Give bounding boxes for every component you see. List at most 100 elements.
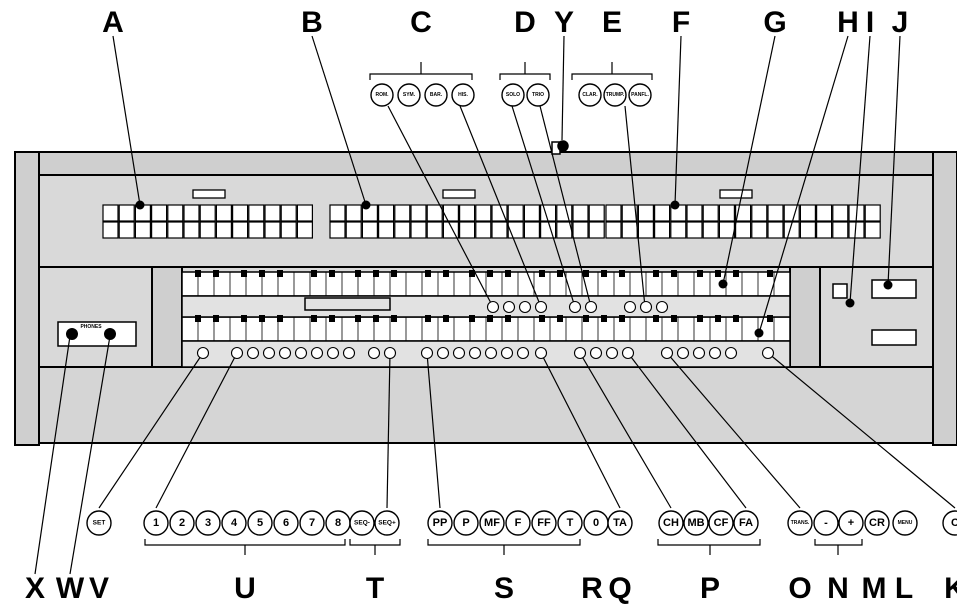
memory-button-5[interactable]: 5 — [247, 510, 273, 536]
stop-tab[interactable] — [410, 204, 427, 222]
fixed-button-ff[interactable]: FF — [531, 510, 557, 536]
console-piston-pp[interactable] — [420, 346, 434, 360]
stop-tab[interactable] — [588, 204, 605, 222]
black-key[interactable] — [619, 270, 625, 277]
console-preset-3[interactable] — [534, 300, 548, 314]
style-button-bar[interactable]: BAR. — [424, 83, 448, 107]
stop-tab[interactable] — [183, 204, 200, 222]
console-piston-f[interactable] — [468, 346, 482, 360]
console-piston-2[interactable] — [246, 346, 260, 360]
console-preset-7[interactable] — [639, 300, 653, 314]
memory-button-6[interactable]: 6 — [273, 510, 299, 536]
stop-tab[interactable] — [442, 204, 459, 222]
phones-jack-right[interactable] — [104, 328, 116, 340]
zero-button[interactable]: 0 — [583, 510, 609, 536]
stop-tab[interactable] — [718, 204, 736, 222]
stop-tab[interactable] — [102, 221, 119, 239]
console-piston-3[interactable] — [262, 346, 276, 360]
black-key[interactable] — [311, 315, 317, 322]
black-key[interactable] — [539, 315, 545, 322]
stop-tab[interactable] — [394, 221, 411, 239]
stop-tab[interactable] — [670, 221, 687, 239]
console-piston-plus[interactable] — [692, 346, 706, 360]
stop-tab[interactable] — [523, 221, 541, 239]
black-key[interactable] — [671, 270, 677, 277]
stop-tab[interactable] — [378, 221, 395, 239]
solo-button-trio[interactable]: TRIO — [526, 83, 550, 107]
stop-tab[interactable] — [864, 221, 881, 239]
black-key[interactable] — [329, 270, 335, 277]
black-key[interactable] — [767, 270, 773, 277]
stop-tab[interactable] — [475, 204, 492, 222]
stop-tab[interactable] — [539, 221, 557, 239]
black-key[interactable] — [195, 270, 201, 277]
stop-tab[interactable] — [167, 204, 184, 222]
console-preset-6[interactable] — [623, 300, 637, 314]
stop-tab[interactable] — [296, 204, 313, 222]
console-piston-0[interactable] — [516, 346, 530, 360]
stop-tab[interactable] — [280, 204, 297, 222]
stop-tab[interactable] — [799, 221, 817, 239]
stop-tab[interactable] — [167, 221, 184, 239]
black-key[interactable] — [505, 315, 511, 322]
style-button-his[interactable]: HIS. — [451, 83, 475, 107]
console-piston-seq-m[interactable] — [367, 346, 381, 360]
memory-button-4[interactable]: 4 — [221, 510, 247, 536]
black-key[interactable] — [355, 270, 361, 277]
console-piston-5[interactable] — [294, 346, 308, 360]
black-key[interactable] — [443, 315, 449, 322]
stop-tab[interactable] — [118, 204, 135, 222]
stop-tab[interactable] — [134, 221, 151, 239]
stop-tab[interactable] — [361, 221, 378, 239]
stop-tab[interactable] — [345, 204, 362, 222]
stop-tab[interactable] — [556, 204, 573, 222]
cut-button[interactable]: C — [942, 510, 957, 536]
console-piston-t[interactable] — [500, 346, 514, 360]
black-key[interactable] — [505, 270, 511, 277]
voice-button-clar[interactable]: CLAR. — [578, 83, 602, 107]
stop-tab[interactable] — [296, 221, 313, 239]
black-key[interactable] — [277, 270, 283, 277]
memory-button-7[interactable]: 7 — [299, 510, 325, 536]
stop-tab[interactable] — [426, 204, 443, 222]
accessory-button-cf[interactable]: CF — [708, 510, 734, 536]
black-key[interactable] — [373, 315, 379, 322]
voice-button-trump[interactable]: TRUMP. — [603, 83, 627, 107]
console-preset-0[interactable] — [486, 300, 500, 314]
stop-tab[interactable] — [686, 221, 703, 239]
stop-tab[interactable] — [329, 204, 346, 222]
stop-tab[interactable] — [621, 221, 638, 239]
stop-tab[interactable] — [232, 204, 249, 222]
console-piston-cf[interactable] — [605, 346, 619, 360]
stop-tab[interactable] — [702, 221, 719, 239]
stop-tab[interactable] — [572, 221, 589, 239]
black-key[interactable] — [277, 315, 283, 322]
accessory-button-ch[interactable]: CH — [658, 510, 684, 536]
style-button-rom[interactable]: ROM. — [370, 83, 394, 107]
trans-button[interactable]: TRANS. — [787, 510, 813, 536]
stop-tab[interactable] — [637, 204, 655, 222]
console-preset-2[interactable] — [518, 300, 532, 314]
black-key[interactable] — [767, 315, 773, 322]
stop-tab[interactable] — [864, 204, 881, 222]
stop-tab[interactable] — [183, 221, 200, 239]
stop-tab[interactable] — [264, 204, 281, 222]
console-piston-mf[interactable] — [452, 346, 466, 360]
black-key[interactable] — [653, 270, 659, 277]
stop-tab[interactable] — [329, 221, 346, 239]
stop-tab[interactable] — [588, 221, 605, 239]
stop-tab[interactable] — [507, 204, 524, 222]
black-key[interactable] — [715, 315, 721, 322]
stop-tab[interactable] — [264, 221, 281, 239]
console-piston-7[interactable] — [326, 346, 340, 360]
stop-tab[interactable] — [394, 204, 411, 222]
black-key[interactable] — [619, 315, 625, 322]
console-piston-ch[interactable] — [573, 346, 587, 360]
stop-tab[interactable] — [734, 204, 752, 222]
black-key[interactable] — [697, 315, 703, 322]
console-piston-seq-p[interactable] — [383, 346, 397, 360]
black-key[interactable] — [697, 270, 703, 277]
black-key[interactable] — [425, 270, 431, 277]
console-piston-mb[interactable] — [589, 346, 603, 360]
console-preset-5[interactable] — [584, 300, 598, 314]
